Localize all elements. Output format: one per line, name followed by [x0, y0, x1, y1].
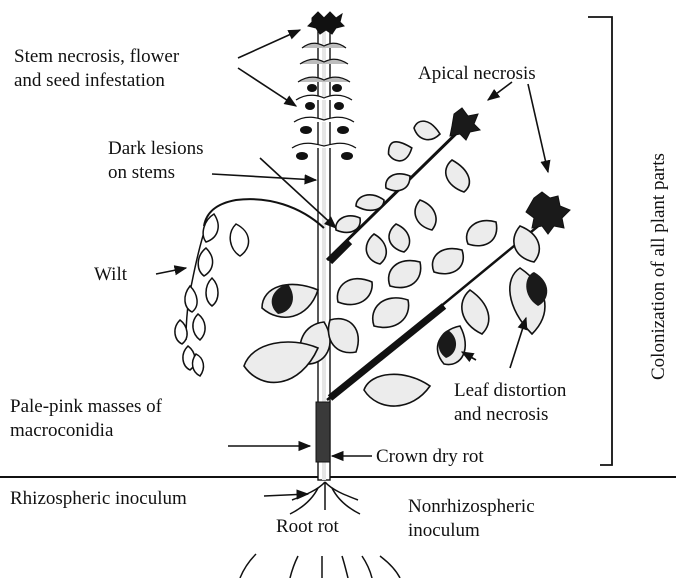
label-nonrhizospheric-2: inoculum — [408, 520, 480, 541]
label-nonrhizospheric-1: Nonrhizospheric — [408, 496, 535, 517]
label-leaf-distortion-2: and necrosis — [454, 404, 548, 425]
crown-canker — [316, 402, 330, 462]
label-root-rot: Root rot — [276, 516, 340, 537]
label-pale-pink-1: Pale-pink masses of — [10, 396, 163, 417]
label-stem-necrosis-2: and seed infestation — [14, 70, 165, 91]
label-stem-necrosis-1: Stem necrosis, flower — [14, 46, 180, 67]
upper-branch — [327, 108, 480, 264]
label-leaf-distortion-1: Leaf distortion — [454, 380, 567, 401]
label-pale-pink-2: macroconidia — [10, 420, 114, 441]
colonization-bracket — [588, 17, 612, 465]
label-crown-dry-rot: Crown dry rot — [376, 446, 484, 467]
label-dark-lesions-1: Dark lesions — [108, 138, 204, 159]
label-apical-necrosis: Apical necrosis — [418, 63, 536, 84]
label-colonization: Colonization of all plant parts — [648, 153, 669, 380]
label-rhizospheric: Rhizospheric inoculum — [10, 488, 187, 509]
label-wilt: Wilt — [94, 264, 128, 285]
label-dark-lesions-2: on stems — [108, 162, 175, 183]
